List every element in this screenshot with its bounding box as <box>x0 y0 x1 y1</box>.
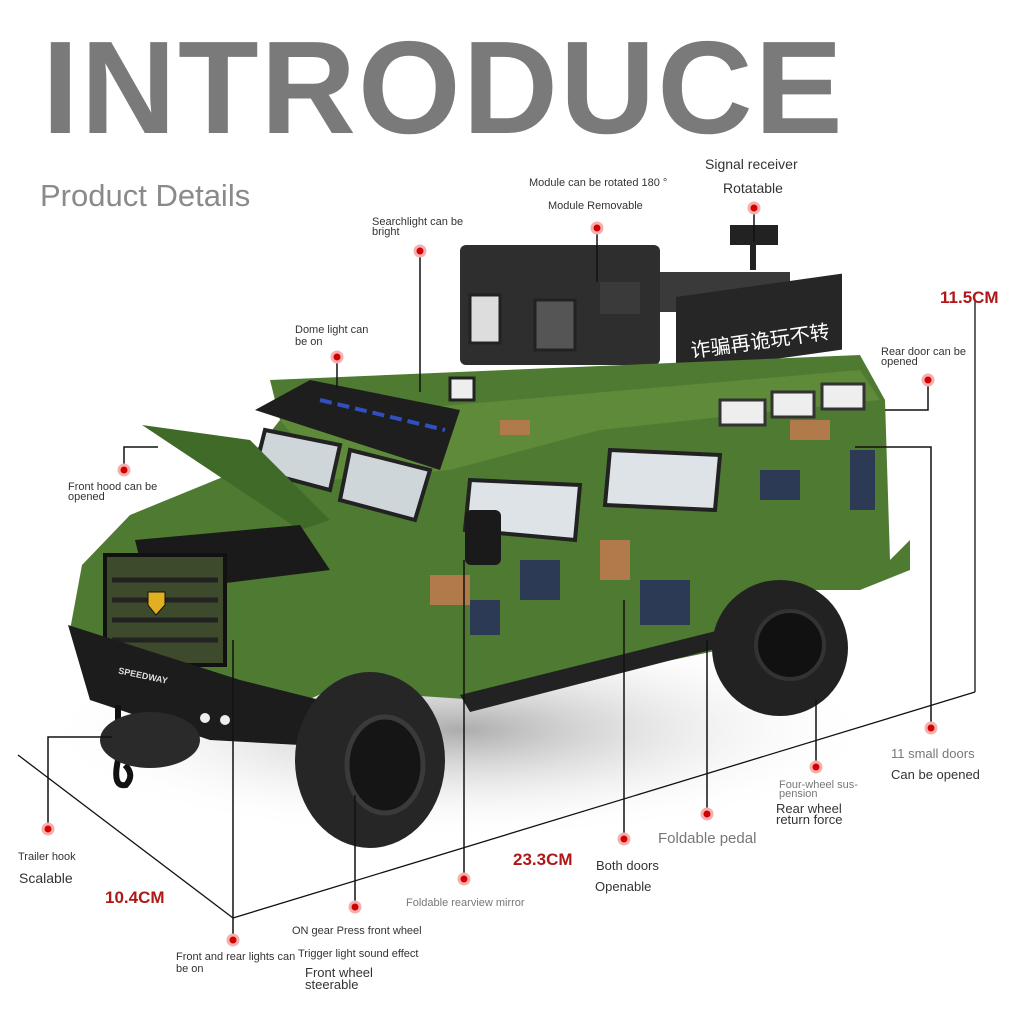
callout-dome-light-line2: be on <box>295 336 323 348</box>
height-dimension: 11.5CM <box>940 288 999 307</box>
callout-dome-light-line1: Dome light can <box>295 324 369 336</box>
callout-suspension-line2: pension <box>779 788 818 800</box>
front-wheel <box>295 672 445 848</box>
armored-vehicle-model: 诈骗再诡玩不转 SPE <box>68 225 910 848</box>
callout-front-hood-line2: opened <box>68 491 105 503</box>
leader-lines <box>47 208 932 940</box>
callout-trailer-line1: Trailer hook <box>18 851 76 863</box>
callout-signal-line1: Signal receiver <box>705 156 798 172</box>
callout-searchlight-line2: bright <box>372 226 400 238</box>
grille-badge <box>147 591 166 616</box>
front-hood <box>142 425 330 530</box>
callout-front-wheel-line2: Trigger light sound effect <box>298 948 419 960</box>
callout-module-line2: Module Removable <box>548 200 643 212</box>
callout-dots <box>41 201 938 947</box>
callout-trailer-line2: Scalable <box>19 870 73 886</box>
page-title: INTRODUCE <box>42 14 845 161</box>
trailer-hook <box>113 705 134 789</box>
callout-pedal: Foldable pedal <box>658 830 757 847</box>
front-left-wheel <box>100 712 200 768</box>
callout-front-wheel-line1: ON gear Press front wheel <box>292 925 422 937</box>
callout-mirror: Foldable rearview mirror <box>406 897 525 909</box>
dimension-lines <box>17 300 976 919</box>
length-dimension: 23.3CM <box>513 850 573 869</box>
callout-doors-line1: Both doors <box>596 858 659 873</box>
page-subtitle: Product Details <box>40 178 251 213</box>
callout-searchlight-line1: Searchlight can be <box>372 216 464 228</box>
callout-rear-door-line2: opened <box>881 356 918 368</box>
side-step <box>460 630 730 712</box>
callout-suspension-line4: return force <box>776 812 843 827</box>
rear-wheel <box>712 580 848 716</box>
callout-rear-door-line1: Rear door can be <box>881 346 966 358</box>
roof-sign <box>676 273 842 373</box>
callout-front-wheel-line4: steerable <box>305 977 359 992</box>
rear-door-window <box>602 447 723 513</box>
callout-dot <box>41 201 938 947</box>
callout-small-doors-line1: 11 small doors <box>891 746 975 761</box>
callout-module-line1: Module can be rotated 180 ° <box>529 177 668 189</box>
camo-pattern <box>470 450 875 635</box>
callout-small-doors-line2: Can be opened <box>891 767 980 782</box>
rearview-mirror <box>465 510 501 565</box>
callout-doors-line2: Openable <box>595 879 652 894</box>
front-bumper <box>68 625 320 745</box>
callout-front-hood-line1: Front hood can be <box>68 481 158 493</box>
width-dimension: 10.4CM <box>105 888 165 907</box>
callout-front-wheel-line3: Front wheel <box>305 965 373 980</box>
callout-lights-line1: Front and rear lights can <box>176 951 296 963</box>
callout-suspension-line3: Rear wheel <box>776 801 842 816</box>
callout-lights-line2: be on <box>176 963 204 975</box>
light-bar <box>255 380 460 470</box>
callout-signal-line2: Rotatable <box>723 180 783 196</box>
callout-suspension-line1: Four-wheel sus- <box>779 779 858 791</box>
